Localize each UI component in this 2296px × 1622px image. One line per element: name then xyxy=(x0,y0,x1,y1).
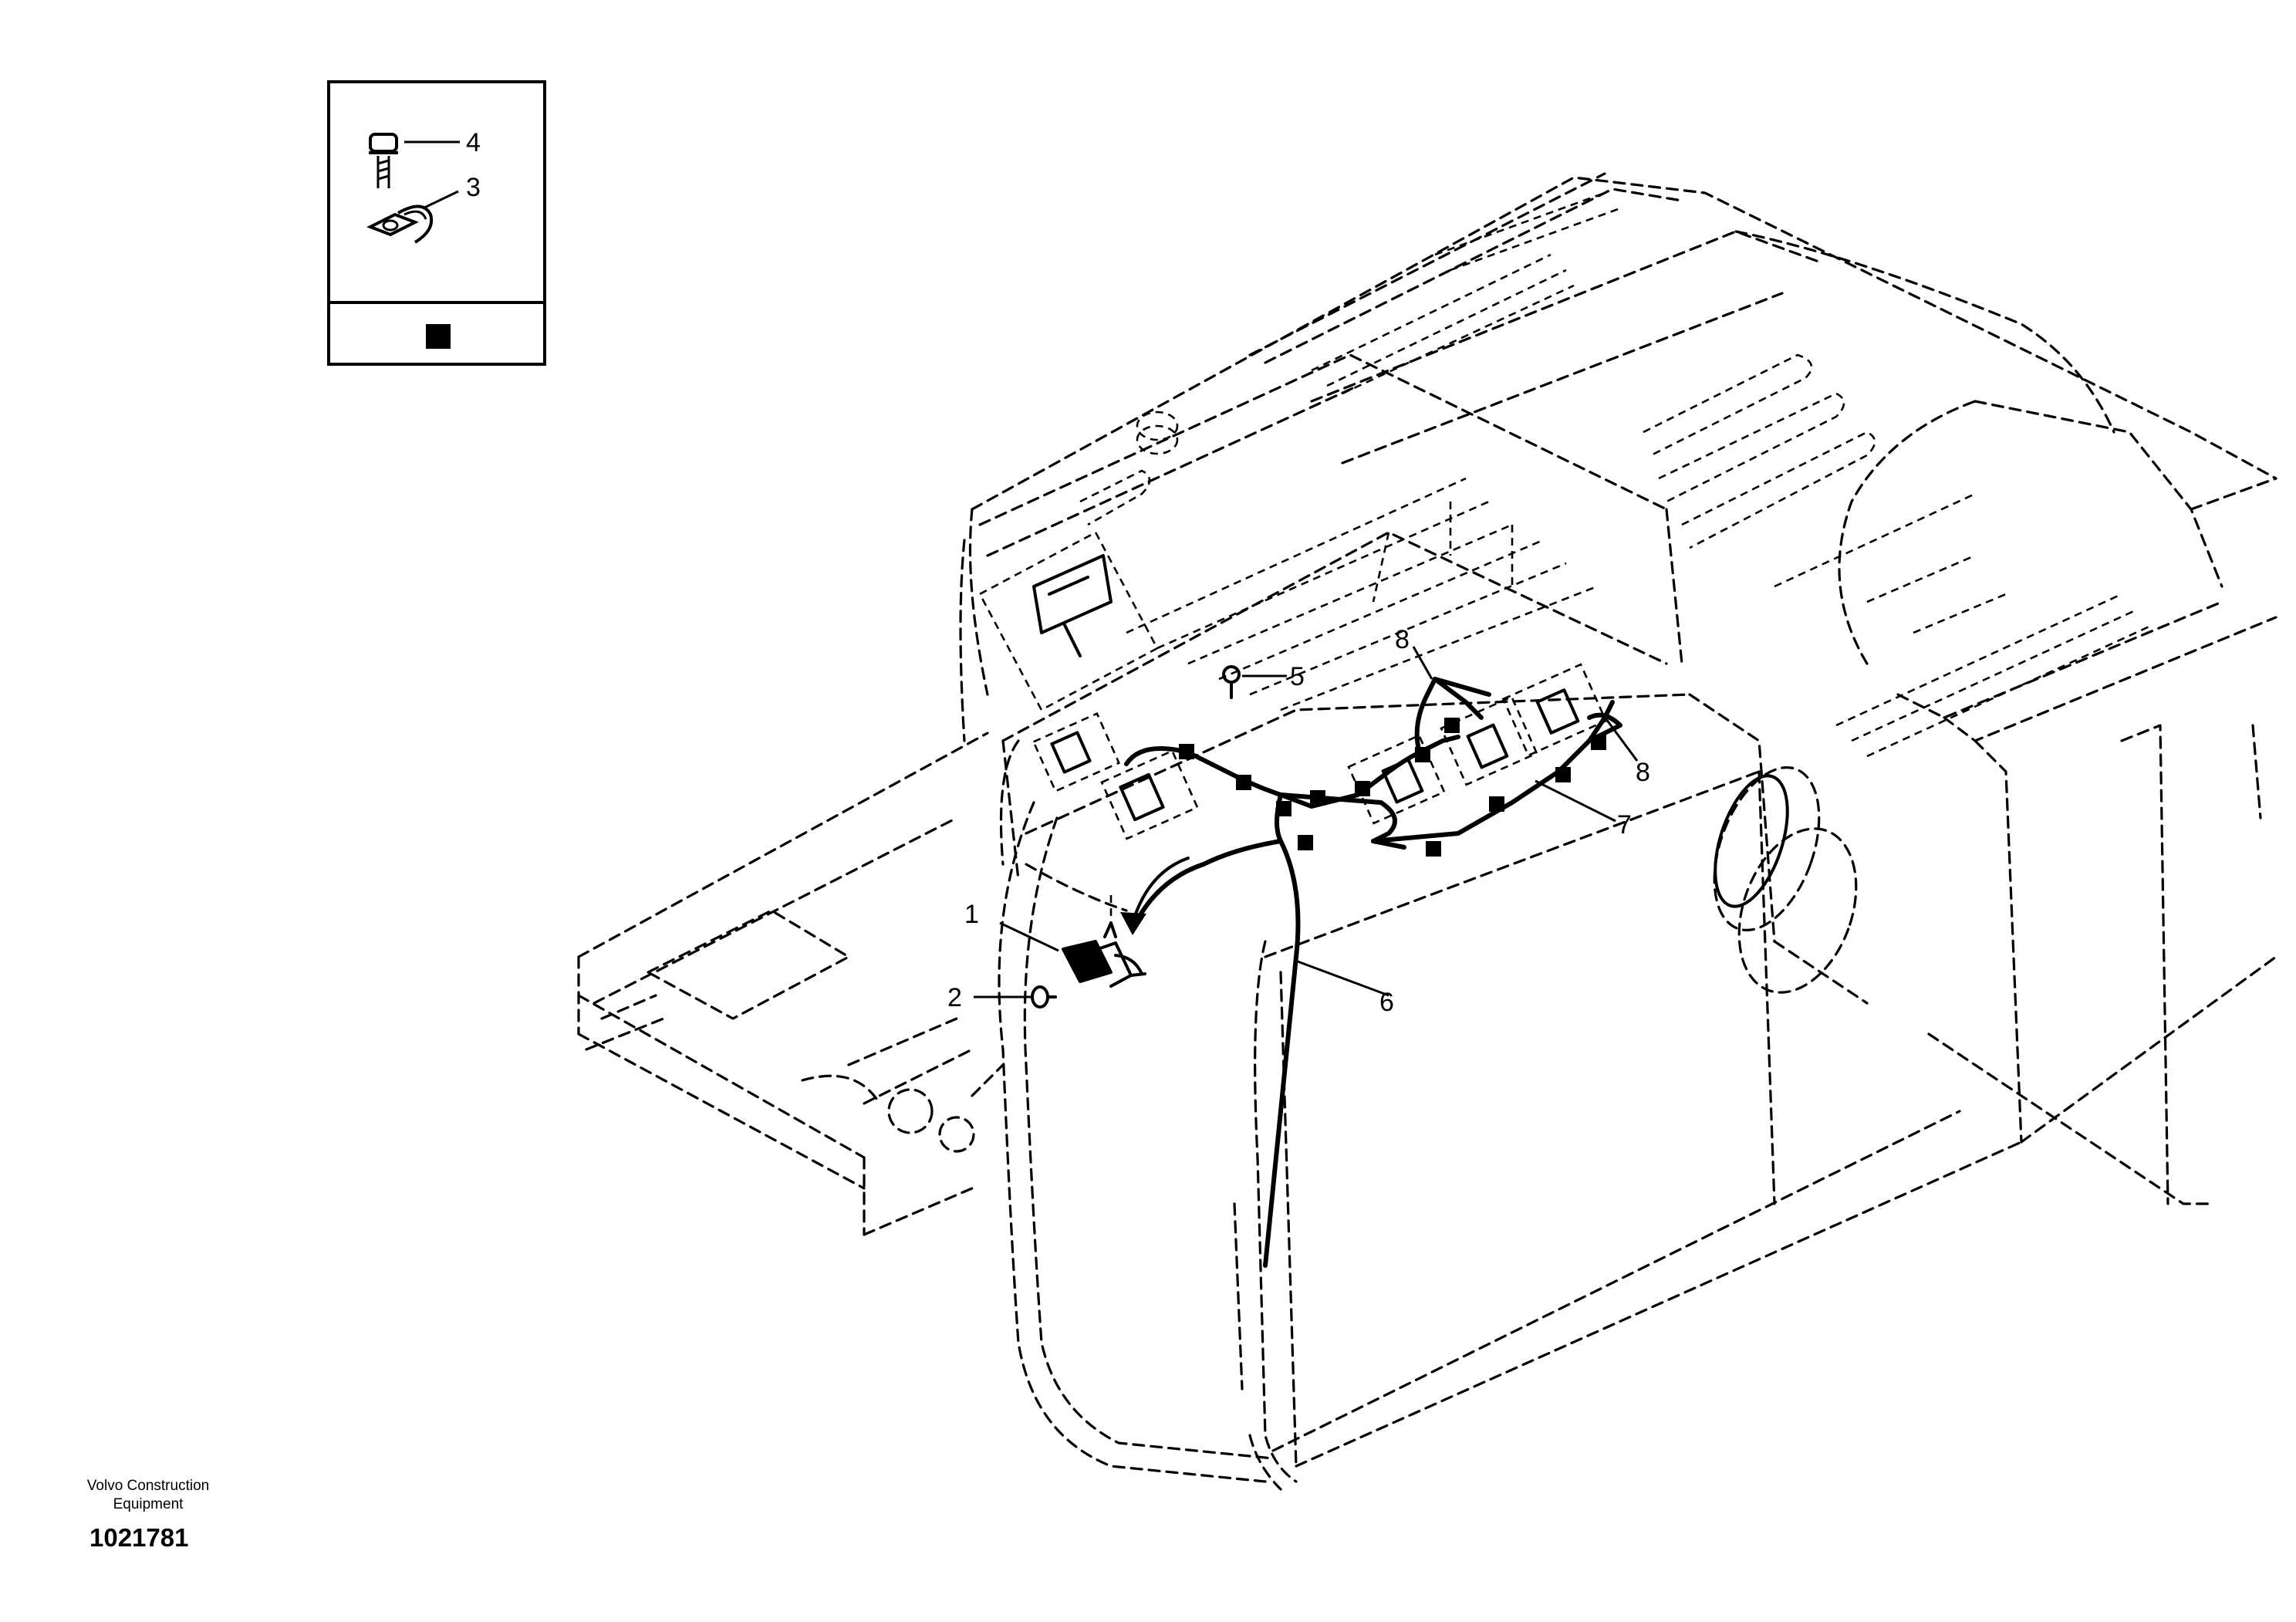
clip-8 xyxy=(1489,796,1504,812)
callout-8-right: 8 xyxy=(1636,758,1650,787)
bulb-2 xyxy=(1031,985,1057,1009)
lamp-unit-b xyxy=(1100,749,1199,840)
clip-10 xyxy=(1415,747,1430,762)
cable-6 xyxy=(1132,792,1301,1268)
clip-2 xyxy=(1236,775,1251,790)
roof-detail-group xyxy=(978,411,1179,711)
lamp-units xyxy=(1032,663,1608,840)
callout-labels: 1 2 5 6 7 8 8 xyxy=(947,625,1650,1017)
clip-12 xyxy=(1591,735,1606,750)
drawing-number: 1021781 xyxy=(89,1523,189,1552)
callout-2: 2 xyxy=(947,983,962,1012)
publisher-line-2: Equipment xyxy=(113,1496,184,1512)
callout-8-top: 8 xyxy=(1395,625,1410,654)
assembly-arrow xyxy=(1120,857,1190,935)
legend-filled-square-icon xyxy=(426,324,451,349)
p-clip-3-icon xyxy=(366,204,433,244)
screw-4-icon xyxy=(369,133,398,188)
publisher-line-1: Volvo Construction xyxy=(86,1478,210,1494)
cable-harness-7 xyxy=(1124,677,1622,850)
legend-art: 4 3 xyxy=(366,128,481,244)
clip-3 xyxy=(1276,801,1292,816)
hardware-legend-box: 4 3 xyxy=(327,80,546,366)
callout-1: 1 xyxy=(964,900,979,929)
work-lamp-1 xyxy=(1062,895,1146,988)
clip-5 xyxy=(1355,781,1370,796)
legend-callout-4: 4 xyxy=(466,128,481,157)
clip-4 xyxy=(1310,790,1325,806)
clip-1 xyxy=(1179,744,1194,759)
legend-divider xyxy=(330,301,543,304)
clip-7 xyxy=(1426,841,1441,857)
clip-6 xyxy=(1298,835,1313,850)
lamp-unit-e xyxy=(1501,663,1608,757)
leader-lines xyxy=(974,646,1639,999)
callout-7: 7 xyxy=(1617,810,1632,840)
lamp-unit-a xyxy=(1032,712,1121,792)
clip-9 xyxy=(1555,767,1571,782)
callout-6: 6 xyxy=(1379,988,1394,1017)
lamp-unit-d xyxy=(1440,695,1538,786)
callout-5: 5 xyxy=(1290,662,1305,691)
machine-outline xyxy=(577,172,2277,1491)
harness-clips xyxy=(1179,718,1606,857)
publisher-label: Volvo Construction Equipment xyxy=(56,1477,241,1514)
bolt-5 xyxy=(1222,665,1241,699)
legend-callout-3: 3 xyxy=(466,173,481,202)
clip-11 xyxy=(1444,718,1460,733)
